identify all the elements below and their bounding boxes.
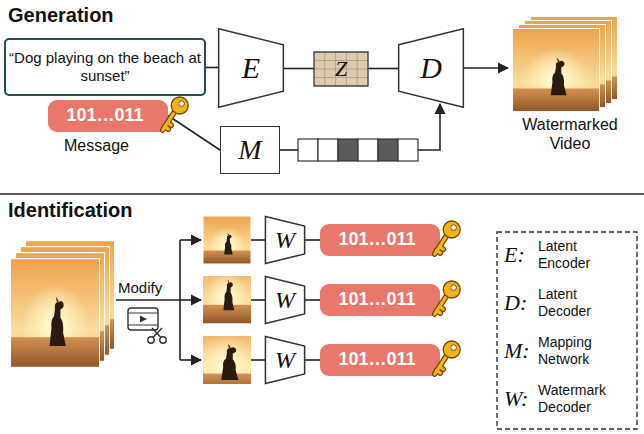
node-text: 101…011 (338, 229, 415, 251)
legend-symbol: W: (504, 386, 528, 412)
wire (251, 299, 265, 301)
node-text: E (242, 50, 260, 86)
message-pill: 101…011 (320, 344, 440, 376)
node-text: W (275, 286, 295, 315)
watermark-decoder: W (265, 276, 305, 324)
node-text: W (275, 226, 295, 255)
node-text: 101…011 (338, 349, 415, 371)
legend-symbol: D: (504, 290, 527, 316)
message-pill: 101…011 (320, 224, 440, 256)
legend-text: Mapping Network (538, 334, 630, 368)
latent-box: Z (314, 52, 368, 86)
key-icon (430, 218, 464, 258)
legend-text: Latent Encoder (538, 238, 630, 272)
connector (305, 359, 320, 361)
node-text: M (238, 133, 261, 167)
legend-text: Watermark Decoder (538, 382, 630, 416)
connector (206, 67, 218, 69)
wire (251, 359, 265, 361)
encoder-trapezoid: E (218, 28, 284, 108)
node-text: W (275, 346, 295, 375)
connector (368, 68, 398, 70)
video-frame (203, 216, 251, 264)
mapping-box: M (220, 126, 280, 174)
edit-icon (128, 308, 166, 343)
prompt-box: “Dog playing on the beach at sunset” (4, 38, 206, 96)
message-pill: 101…011 (48, 100, 168, 132)
section-heading: Generation (8, 3, 114, 27)
legend-box (497, 232, 637, 429)
key-icon (430, 278, 464, 318)
branch-arrow (180, 299, 201, 301)
legend-symbol: E: (504, 242, 525, 268)
caption-label: Message (64, 136, 129, 155)
node-text: D (420, 50, 442, 86)
connector (168, 116, 220, 151)
decoder-trapezoid: D (398, 28, 464, 108)
wire (280, 149, 298, 151)
node-text: 101…011 (338, 289, 415, 311)
watermark-decoder: W (265, 336, 305, 384)
key-icon (430, 338, 464, 378)
connector (305, 239, 320, 241)
video-frame (179, 316, 275, 396)
branch-arrow (180, 359, 201, 361)
key-icon (158, 94, 192, 134)
caption-label: Watermarked Video (510, 115, 630, 153)
section-heading: Identification (8, 198, 132, 222)
video-frame (197, 255, 257, 324)
legend-symbol: M: (504, 338, 530, 364)
output-arrow (464, 67, 508, 69)
caption-label: Modify (118, 279, 162, 297)
vector-cell (338, 139, 358, 161)
watermark-decoder: W (265, 216, 305, 264)
section-divider (0, 193, 644, 195)
vector-cell (298, 139, 318, 161)
wire (418, 104, 440, 150)
vector-cell (398, 139, 418, 161)
node-text: “Dog playing on the beach at sunset” (6, 49, 204, 85)
branch-arrow (180, 239, 201, 241)
message-pill: 101…011 (320, 284, 440, 316)
video-frame (10, 258, 100, 368)
connector (305, 299, 320, 301)
node-text: 101…011 (66, 105, 143, 127)
node-text: Z (335, 56, 347, 82)
connector (284, 68, 314, 70)
vector-cell (318, 139, 338, 161)
video-frame (512, 28, 600, 112)
wire (116, 299, 180, 301)
vector-cell (358, 139, 378, 161)
vector-cell (378, 139, 398, 161)
wire (251, 239, 265, 241)
legend-text: Latent Decoder (538, 286, 630, 320)
